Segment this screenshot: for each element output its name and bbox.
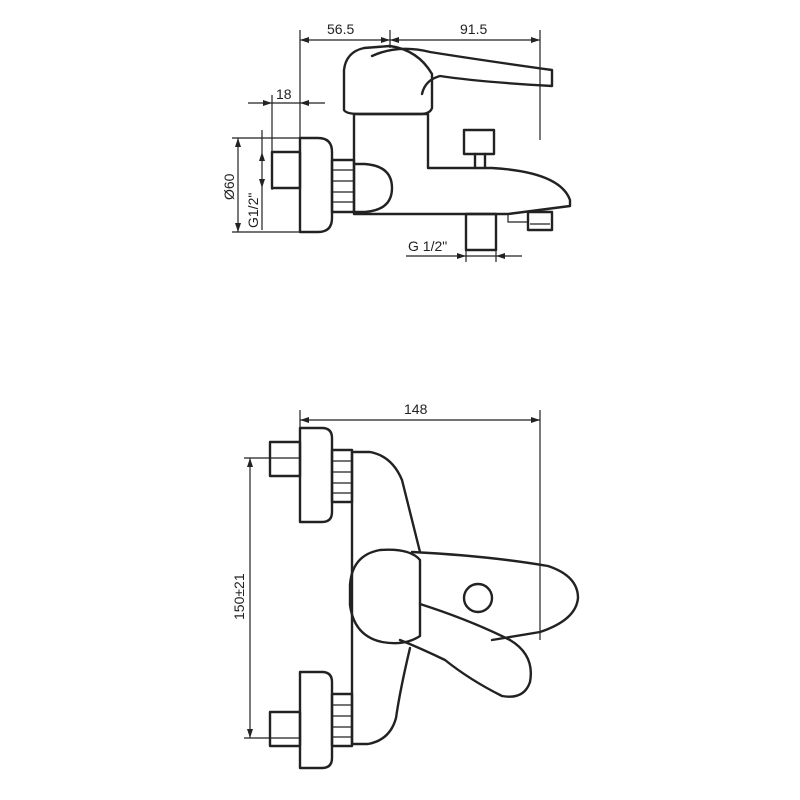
dim-outlet-thread: G 1/2"	[406, 238, 522, 262]
outlet-pipe	[464, 212, 498, 252]
dim-total-width-label: 148	[404, 401, 428, 417]
lower-inlet-pipe	[268, 710, 302, 748]
upper-inlet-assembly	[268, 426, 354, 524]
inlet-pipe	[270, 150, 302, 190]
dim-body-width-label: 56.5	[327, 21, 354, 37]
spout-front	[410, 550, 580, 642]
dim-body-width: 56.5	[299, 21, 540, 140]
connector-dome	[352, 162, 394, 214]
dim-flange-diameter-label: Ø60	[221, 173, 237, 200]
upper-inlet-pipe	[268, 440, 302, 478]
dim-inlet-thread-label: G1/2"	[245, 193, 261, 228]
dim-total-width: 148	[299, 401, 541, 640]
hex-nut	[330, 158, 356, 214]
dim-spout-width-label: 91.5	[460, 21, 487, 37]
dim-inlet-thread: G1/2"	[245, 130, 265, 230]
lower-flange	[298, 670, 334, 770]
upper-nut	[330, 448, 354, 504]
diverter-button	[462, 582, 494, 614]
lower-nut	[330, 692, 354, 748]
dim-centers: 150±21	[231, 457, 300, 739]
lower-inlet-assembly	[268, 670, 354, 770]
mixer-body	[352, 112, 572, 216]
mixer-body-front	[350, 450, 422, 746]
lever-handle	[370, 47, 554, 96]
dim-flange-diameter: Ø60	[221, 137, 310, 233]
upper-flange	[298, 426, 334, 524]
cartridge-head	[342, 44, 434, 116]
wall-flange	[298, 136, 334, 234]
side-view: 56.5 91.5 18 Ø60	[221, 21, 572, 262]
diverter-knob	[462, 128, 496, 170]
dim-centers-label: 150±21	[231, 573, 247, 620]
front-view: 148 150±21	[231, 401, 580, 770]
dim-outlet-thread-label: G 1/2"	[408, 238, 447, 254]
dim-inlet-depth-label: 18	[276, 86, 292, 102]
lever-front	[398, 602, 532, 698]
cartridge-cap	[348, 548, 422, 645]
spout-outlet	[526, 210, 554, 232]
